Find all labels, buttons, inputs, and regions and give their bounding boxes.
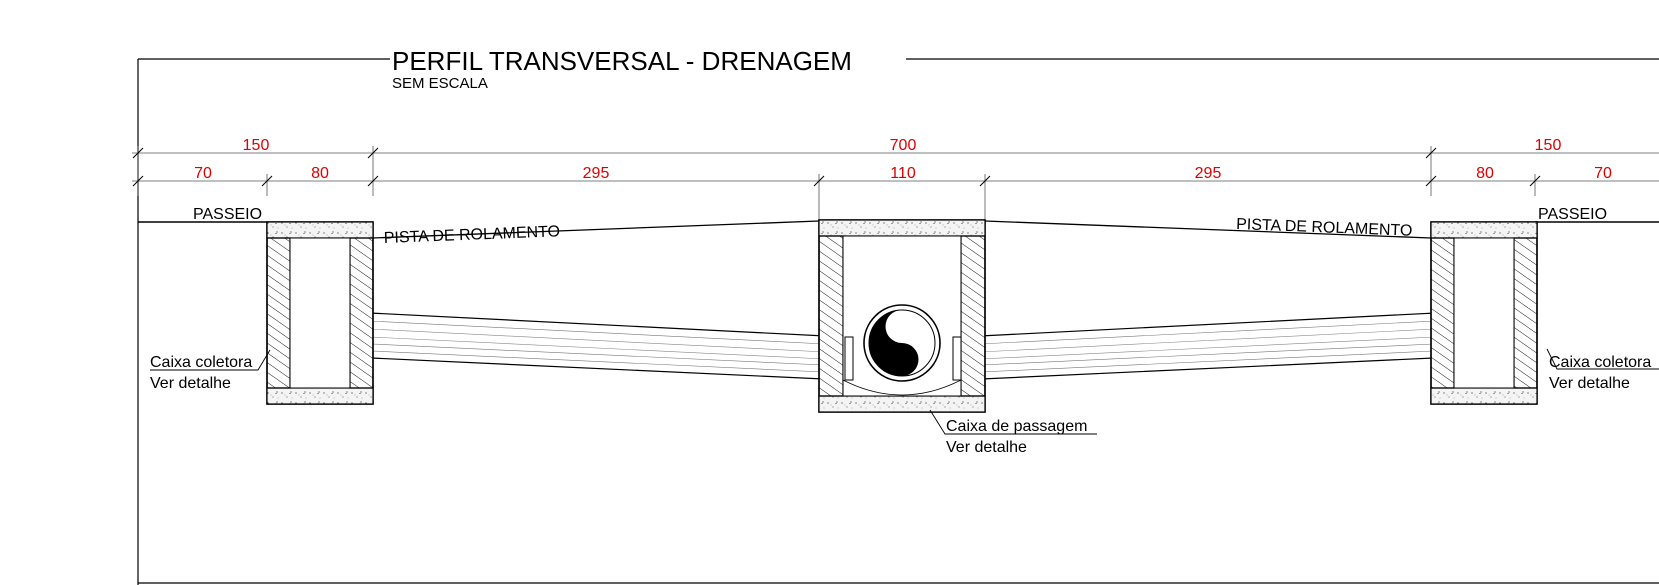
dim-center-total: 700 [890, 137, 917, 154]
label-ver-detalhe-left: Ver detalhe [150, 375, 231, 392]
dim-right-b: 80 [1476, 165, 1494, 182]
leader-lines [150, 348, 1659, 435]
dim-right-a: 70 [1594, 165, 1612, 182]
label-passeio-left: PASSEIO [193, 206, 262, 223]
label-caixa-coletora-right: Caixa coletora [1549, 354, 1651, 371]
right-drain-pipe [959, 311, 1456, 381]
label-ver-detalhe-right: Ver detalhe [1549, 375, 1630, 392]
label-passeio-right: PASSEIO [1538, 206, 1607, 223]
left-collector-box [266, 221, 374, 405]
label-pista-left: PISTA DE ROLAMENTO [384, 223, 561, 247]
right-collector-box [1430, 221, 1538, 405]
dimension-row-parts [132, 174, 1659, 222]
dim-lane-right: 295 [1195, 165, 1222, 182]
left-drain-pipe [349, 311, 846, 381]
dim-left-a: 70 [194, 165, 212, 182]
label-pista-right: PISTA DE ROLAMENTO [1236, 216, 1413, 240]
dim-lane-left: 295 [583, 165, 610, 182]
drawing-subtitle: SEM ESCALA [392, 75, 488, 92]
dim-left-total: 150 [243, 137, 270, 154]
outlet-pipe-symbol [863, 304, 941, 382]
drawing-title: PERFIL TRANSVERSAL - DRENAGEM [392, 46, 852, 76]
dim-left-b: 80 [311, 165, 329, 182]
label-ver-detalhe-center: Ver detalhe [946, 439, 1027, 456]
label-caixa-coletora-left: Caixa coletora [150, 354, 252, 371]
dimension-row-totals [132, 146, 1659, 196]
dim-center-box: 110 [890, 165, 916, 182]
dim-right-total: 150 [1535, 137, 1562, 154]
ground-line [138, 220, 1659, 239]
label-caixa-passagem: Caixa de passagem [946, 418, 1087, 435]
